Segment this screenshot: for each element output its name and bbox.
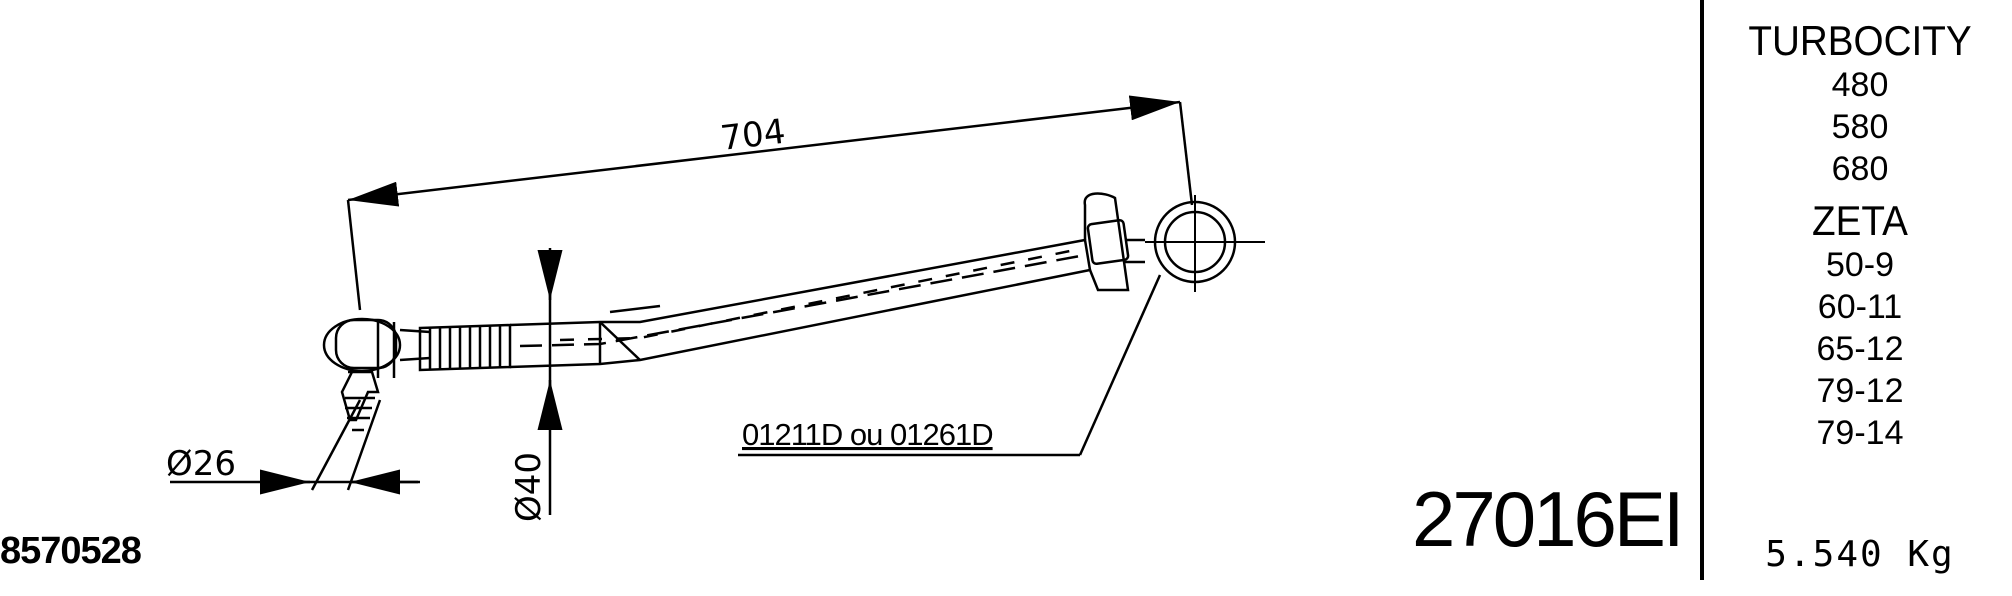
model-item: 480 — [1831, 66, 1889, 104]
right-ball-joint — [1145, 195, 1265, 292]
model-item: 60-11 — [1817, 288, 1903, 326]
group-title-zeta: ZETA — [1812, 197, 1908, 244]
code-leader — [738, 274, 1162, 457]
diameter-26-dimension — [170, 399, 420, 495]
applications-list: TURBOCITY 480 580 680 ZETA 50-9 60-11 65… — [1720, 18, 2000, 454]
diameter-26-label: Ø26 — [166, 444, 236, 484]
part-number: 8570528 — [0, 530, 142, 572]
diameter-40-label: Ø40 — [509, 452, 549, 522]
weight-label: 5.540 Kg — [1765, 534, 1955, 575]
model-item: 580 — [1831, 108, 1889, 146]
clamp — [1083, 192, 1145, 292]
length-label: 704 — [718, 112, 787, 159]
divider — [1700, 0, 1704, 580]
model-item: 65-12 — [1816, 330, 1904, 368]
model-item: 79-12 — [1816, 372, 1904, 410]
tube — [509, 238, 1092, 369]
model-item: 50-9 — [1825, 246, 1895, 284]
group-title-turbocity: TURBOCITY — [1748, 17, 1972, 64]
threaded-adjuster — [418, 323, 512, 372]
component-codes: 01211D ou 01261D — [742, 417, 993, 452]
model-item: 79-14 — [1816, 414, 1904, 452]
length-dimension — [346, 95, 1194, 311]
model-item: 680 — [1831, 150, 1889, 188]
reference-number: 27016EI — [1412, 475, 1685, 563]
left-ball-joint — [322, 317, 431, 432]
